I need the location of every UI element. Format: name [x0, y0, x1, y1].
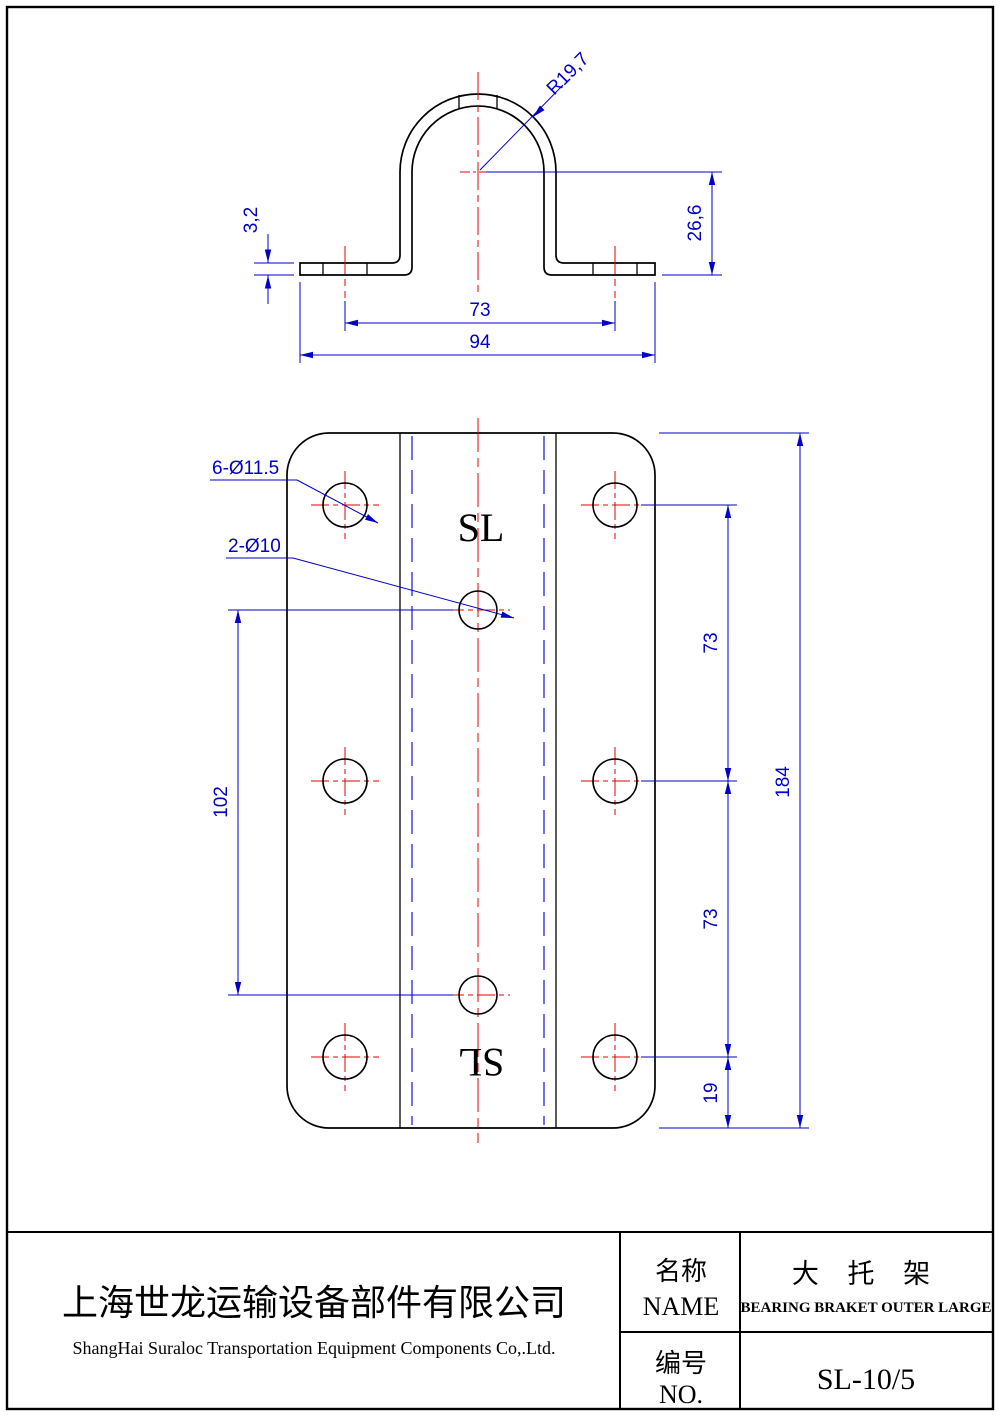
dim-73-lower: 73: [701, 908, 722, 929]
dim-19: 19: [701, 1082, 722, 1103]
dim-184: 184: [773, 766, 794, 798]
plate-view: SL SL 6-Ø11.5 2-Ø: [210, 418, 809, 1143]
plate-dimension-texts: 6-Ø11.5 2-Ø10 102 73 73 19 184: [211, 458, 794, 1104]
plate-bend-lines: [399, 433, 557, 1128]
profile-hole-ticks: [322, 95, 638, 275]
dim-width-inner: 73: [469, 300, 490, 321]
sheet-border: [5, 5, 995, 1411]
plate-mark-bottom: SL: [458, 1040, 505, 1085]
part-name-en: BEARING BRAKET OUTER LARGE: [740, 1300, 991, 1316]
name-label-en: NAME: [643, 1292, 720, 1321]
hole-small: [458, 975, 498, 1015]
dim-width-outer: 94: [469, 332, 491, 353]
no-label-cn: 编号: [655, 1349, 707, 1379]
title-block-grid: [8, 1231, 992, 1408]
hole-large: [322, 1034, 368, 1080]
hole-large: [592, 758, 638, 804]
hole-large: [592, 482, 638, 528]
plate-dimensions: [210, 432, 809, 1129]
profile-dimensions: [254, 84, 722, 363]
dim-thickness: 3,2: [241, 207, 262, 233]
dim-73-upper: 73: [701, 632, 722, 653]
label-large-holes: 6-Ø11.5: [212, 458, 279, 479]
hole-small: [458, 590, 498, 630]
label-small-holes: 2-Ø10: [228, 536, 281, 557]
dim-height: 26,6: [685, 205, 706, 242]
company-name-cn: 上海世龙运输设备部件有限公司: [62, 1283, 566, 1324]
plate-mark-top: SL: [458, 505, 505, 550]
hole-large: [322, 758, 368, 804]
company-name-en: ShangHai Suraloc Transportation Equipmen…: [73, 1338, 556, 1358]
no-label-en: NO.: [659, 1380, 703, 1409]
profile-centerlines: [344, 72, 616, 298]
plate-holes: [322, 482, 638, 1080]
profile-outline: [299, 93, 656, 276]
part-name-cn: 大 托 架: [792, 1259, 940, 1290]
dim-102: 102: [211, 786, 232, 818]
name-label-cn: 名称: [655, 1257, 707, 1287]
part-number: SL-10/5: [817, 1363, 915, 1396]
hole-large: [322, 482, 368, 528]
hole-large: [592, 1034, 638, 1080]
title-block: 上海世龙运输设备部件有限公司 ShangHai Suraloc Transpor…: [8, 1231, 992, 1409]
